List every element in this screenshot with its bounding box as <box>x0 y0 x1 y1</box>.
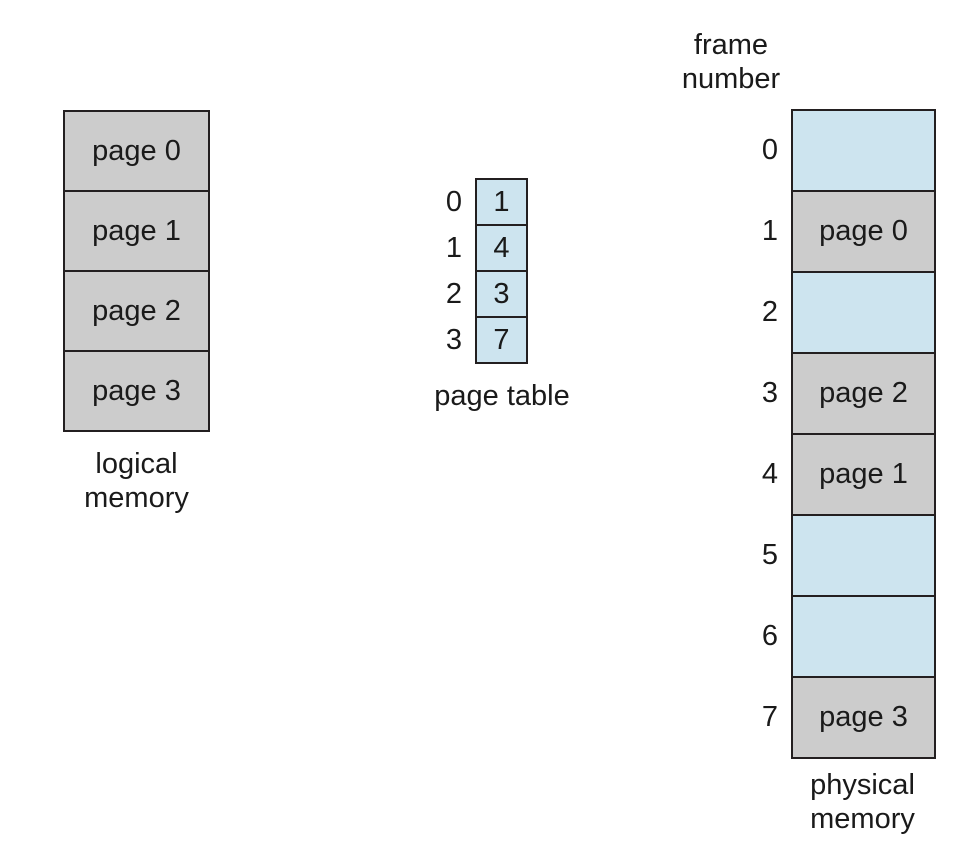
frame-row-4: 4 page 1 <box>726 433 936 516</box>
page-table-index-1: 1 <box>445 231 462 264</box>
logical-page-cell-0: page 0 <box>63 110 210 192</box>
page-table-entry-0: 1 <box>475 178 528 226</box>
frame-row-3: 3 page 2 <box>726 352 936 435</box>
logical-page-cell-3: page 3 <box>63 350 210 432</box>
physical-memory-caption-line2: memory <box>810 803 915 835</box>
logical-page-cell-1: page 1 <box>63 190 210 272</box>
logical-page-cell-2: page 2 <box>63 270 210 352</box>
page-table-row-3: 3 7 <box>428 316 528 364</box>
frame-cell-7: page 3 <box>791 676 936 759</box>
logical-page-label-2: page 2 <box>92 294 181 327</box>
logical-page-label-1: page 1 <box>92 214 181 247</box>
frame-number-5: 5 <box>761 539 778 571</box>
frame-number-header: frame number <box>641 28 821 96</box>
logical-page-label-0: page 0 <box>92 134 181 167</box>
frame-cell-1: page 0 <box>791 190 936 273</box>
frame-number-2: 2 <box>761 296 778 328</box>
frame-row-0: 0 <box>726 109 936 192</box>
frame-row-7: 7 page 3 <box>726 676 936 759</box>
frame-number-3: 3 <box>761 377 778 409</box>
frame-row-5: 5 <box>726 514 936 597</box>
frame-number-0: 0 <box>761 134 778 166</box>
page-table-caption: page table <box>434 380 570 412</box>
frame-row-1: 1 page 0 <box>726 190 936 273</box>
frame-row-2: 2 <box>726 271 936 354</box>
logical-memory-caption: logical memory <box>63 447 210 515</box>
page-table-row-2: 2 3 <box>428 270 528 318</box>
page-table-index-3: 3 <box>445 323 462 356</box>
page-table-index-2: 2 <box>445 277 462 310</box>
page-table-row-1: 1 4 <box>428 224 528 272</box>
physical-memory-caption: physical memory <box>780 768 945 836</box>
page-table: 0 1 1 4 2 3 3 7 <box>428 178 528 364</box>
page-table-index-0: 0 <box>445 185 462 218</box>
logical-memory-caption-line1: logical <box>95 448 178 480</box>
frame-number-4: 4 <box>761 458 778 490</box>
logical-memory-caption-line2: memory <box>84 482 189 514</box>
frame-cell-4: page 1 <box>791 433 936 516</box>
frame-cell-5 <box>791 514 936 597</box>
logical-memory-stack: page 0 page 1 page 2 page 3 <box>63 110 210 432</box>
frame-cell-2 <box>791 271 936 354</box>
page-table-entry-2: 3 <box>475 270 528 318</box>
logical-page-label-3: page 3 <box>92 374 181 407</box>
page-table-entry-3: 7 <box>475 316 528 364</box>
frame-row-6: 6 <box>726 595 936 678</box>
frame-number-header-line2: number <box>681 63 781 95</box>
frame-cell-3: page 2 <box>791 352 936 435</box>
page-table-entry-1: 4 <box>475 224 528 272</box>
frame-number-6: 6 <box>761 620 778 652</box>
frame-cell-0 <box>791 109 936 192</box>
frame-number-7: 7 <box>761 701 778 733</box>
page-table-row-0: 0 1 <box>428 178 528 226</box>
frame-cell-6 <box>791 595 936 678</box>
frame-number-1: 1 <box>761 215 778 247</box>
frame-number-header-line1: frame <box>693 29 769 61</box>
physical-memory-caption-line1: physical <box>810 769 915 801</box>
physical-memory-stack: 0 1 page 0 2 3 page 2 4 page 1 5 6 7 <box>726 109 936 759</box>
